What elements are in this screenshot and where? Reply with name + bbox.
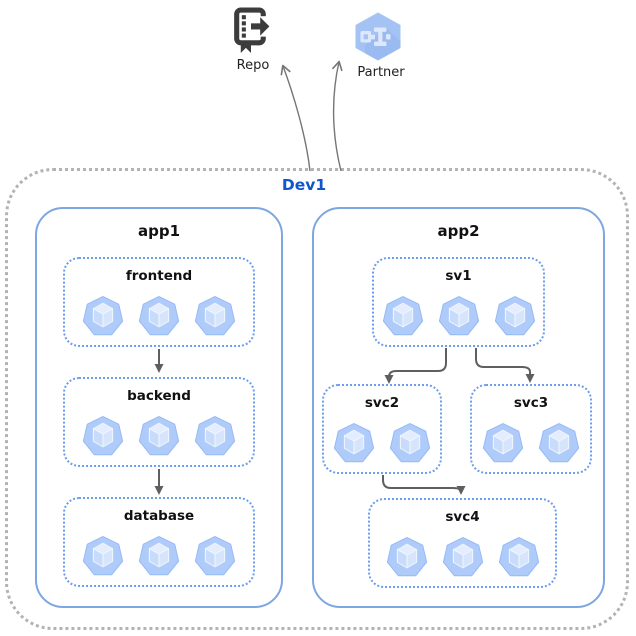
pod-icon	[442, 537, 483, 577]
pod-group-backend	[65, 414, 253, 458]
service-svc2: svc2	[322, 384, 442, 474]
pod-icon	[494, 296, 535, 336]
pod-group-svc4	[370, 535, 555, 579]
pod-group-database	[65, 534, 253, 578]
pod-icon	[382, 296, 423, 336]
pod-group-sv1	[374, 294, 543, 338]
app2-label: app2	[437, 222, 480, 240]
pod-icon	[498, 537, 539, 577]
partner-interconnect-icon	[351, 11, 405, 62]
service-frontend: frontend	[63, 257, 255, 347]
repo-label: Repo	[236, 58, 270, 73]
pod-icon	[389, 423, 431, 463]
pod-icon	[333, 423, 375, 463]
pod-group-svc3	[472, 421, 590, 465]
pod-icon	[194, 416, 236, 456]
pod-icon	[138, 536, 180, 576]
pod-group-svc2	[324, 421, 440, 465]
pod-icon	[194, 536, 236, 576]
service-backend-label: backend	[127, 388, 191, 404]
pod-icon	[82, 536, 124, 576]
service-svc2-label: svc2	[364, 395, 400, 411]
service-backend: backend	[63, 377, 255, 467]
edge-dev1-repo	[280, 64, 311, 172]
source-repository-icon	[230, 7, 272, 54]
service-svc3-label: svc3	[513, 395, 549, 411]
service-svc4: svc4	[368, 498, 557, 588]
service-svc4-label: svc4	[445, 509, 480, 525]
pod-icon	[82, 416, 124, 456]
pod-group-frontend	[65, 294, 253, 338]
service-database-label: database	[123, 508, 195, 524]
service-sv1-label: sv1	[445, 268, 472, 284]
pod-icon	[82, 296, 124, 336]
dev1-label: Dev1	[281, 176, 327, 194]
service-database: database	[63, 497, 255, 587]
service-sv1: sv1	[372, 257, 545, 347]
service-frontend-label: frontend	[125, 268, 193, 284]
pod-icon	[194, 296, 236, 336]
pod-icon	[482, 423, 524, 463]
partner-label: Partner	[357, 65, 405, 80]
edge-dev1-partner	[332, 60, 343, 172]
pod-icon	[538, 423, 580, 463]
pod-icon	[138, 296, 180, 336]
pod-icon	[438, 296, 479, 336]
pod-icon	[386, 537, 427, 577]
app1-label: app1	[137, 222, 181, 240]
pod-icon	[138, 416, 180, 456]
service-svc3: svc3	[470, 384, 592, 474]
